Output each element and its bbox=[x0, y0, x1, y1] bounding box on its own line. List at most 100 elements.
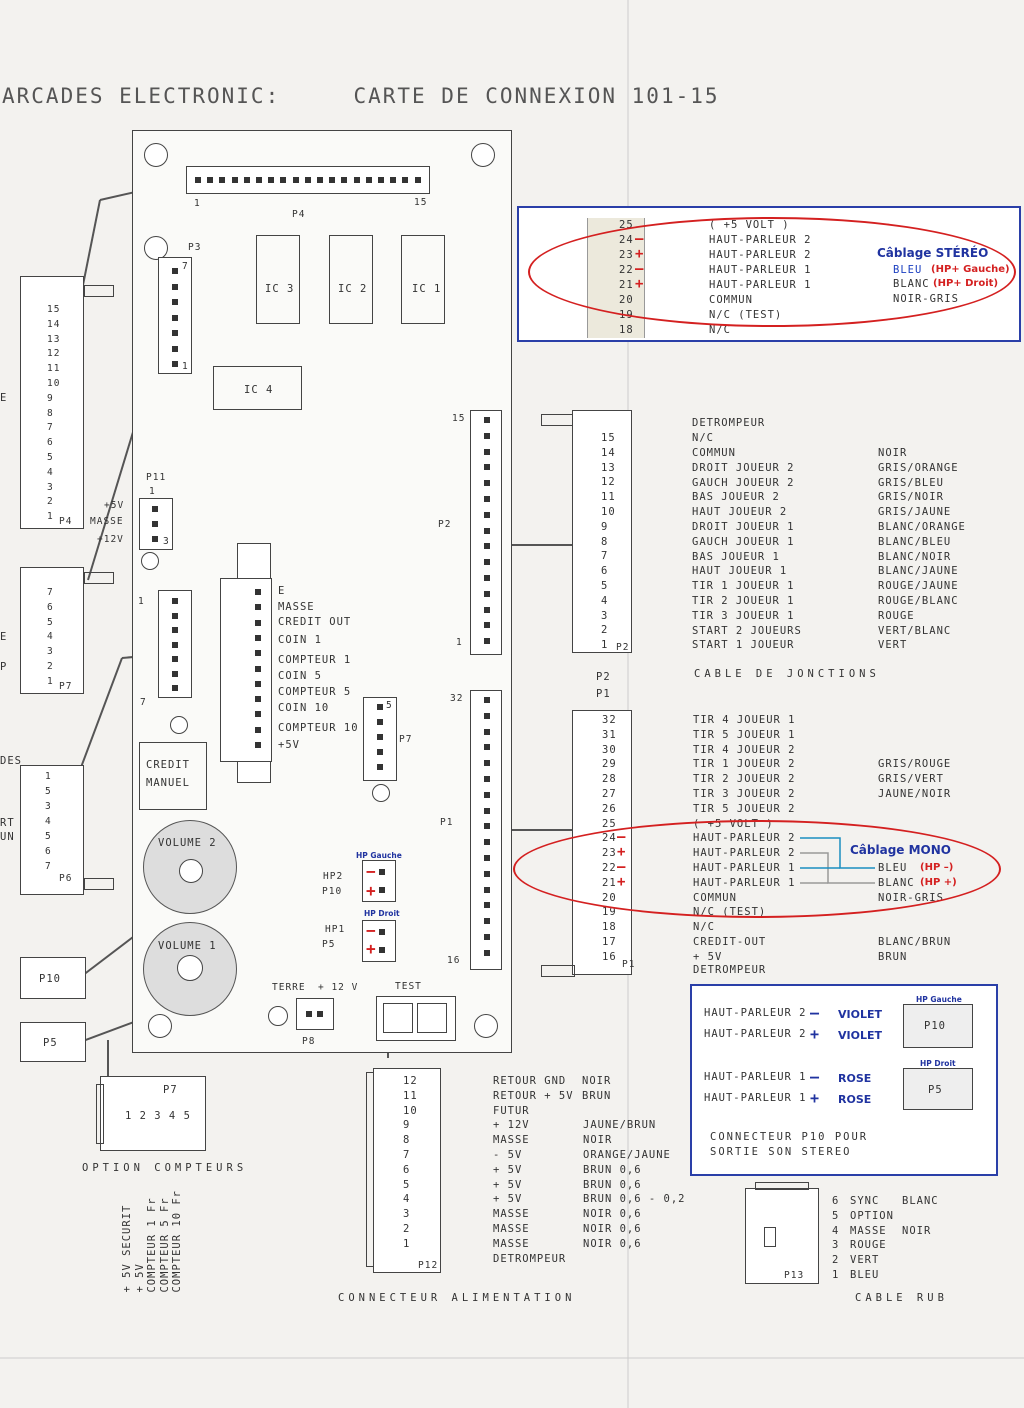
option-vertical-labels: + 5V SECURIT + 5V COMPTEUR 1 Fr COMPTEUR… bbox=[121, 1190, 183, 1293]
volume-2-screw bbox=[179, 859, 203, 883]
terre-label: TERRE bbox=[272, 982, 306, 993]
credit-manuel-button[interactable]: CREDIT MANUEL bbox=[139, 742, 207, 810]
p7-small-label: P7 bbox=[399, 734, 413, 745]
rub-signal-label: VERT bbox=[850, 1254, 880, 1267]
pin bbox=[484, 918, 490, 925]
p2-signal-label: DROIT JOUEUR 1 bbox=[692, 521, 795, 533]
p1-wire-color: BRUN bbox=[878, 950, 908, 963]
p2-wire-color: GRIS/BLEU bbox=[878, 476, 944, 489]
p5-board-label: P5 bbox=[322, 939, 336, 950]
edge-text-p: P bbox=[0, 661, 8, 673]
ic1-chip: IC 1 bbox=[401, 235, 445, 324]
p12-wire-color: JAUNE/BRUN bbox=[583, 1119, 657, 1132]
p12-pin-number: 12 bbox=[403, 1075, 418, 1087]
rub-signal-label: OPTION bbox=[850, 1209, 894, 1222]
pin bbox=[484, 496, 490, 502]
legend-p10-label: P10 bbox=[924, 1020, 946, 1032]
p2-signal-label: TIR 2 JOUEUR 1 bbox=[692, 595, 795, 607]
pin bbox=[172, 268, 178, 274]
p2-pin-number: 8 bbox=[601, 535, 609, 548]
p8-connector bbox=[296, 998, 334, 1030]
p12-wire-color: NOIR bbox=[583, 1134, 613, 1147]
p12-pin-number: 10 bbox=[403, 1104, 418, 1117]
p2-wire-color: ROUGE/BLANC bbox=[878, 595, 959, 607]
p1-pin-number: 27 bbox=[602, 788, 617, 800]
pin bbox=[484, 712, 490, 719]
p2-pin-number: 6 bbox=[601, 565, 609, 578]
pin bbox=[484, 559, 490, 566]
p7-option-connector: P7 1 2 3 4 5 bbox=[100, 1076, 206, 1151]
ic2-chip: IC 2 bbox=[329, 235, 373, 324]
pin bbox=[317, 1011, 323, 1017]
p4-side-pin-number: 10 bbox=[47, 378, 61, 389]
legend-wire-color: ROSE bbox=[838, 1093, 872, 1106]
edge-text-des: DES bbox=[0, 755, 22, 767]
p2-signal-label: START 2 JOUEURS bbox=[692, 624, 802, 637]
p13-key bbox=[764, 1227, 776, 1247]
stereo-pin-number: 25 bbox=[619, 219, 634, 231]
volume-2-knob[interactable]: VOLUME 2 bbox=[143, 820, 237, 914]
pin bbox=[255, 634, 261, 641]
legend-speaker-name: HAUT-PARLEUR 1 bbox=[704, 1071, 807, 1083]
p3-label: P3 bbox=[188, 242, 202, 253]
pin bbox=[280, 177, 287, 183]
p13-label: P13 bbox=[784, 1270, 805, 1281]
p2-cable-connector bbox=[572, 410, 632, 653]
pin bbox=[255, 696, 261, 703]
pin bbox=[484, 870, 490, 877]
legend-hp-gauche: HP Gauche bbox=[916, 995, 962, 1004]
p6-side-pin-number: 6 bbox=[45, 846, 52, 857]
pin bbox=[292, 177, 299, 183]
p2-board-label: P2 bbox=[438, 519, 452, 530]
pin bbox=[484, 417, 490, 423]
p12-wire-color: BRUN 0,6 bbox=[583, 1163, 642, 1176]
pin bbox=[255, 604, 261, 611]
volume-2-label: VOLUME 2 bbox=[158, 837, 217, 849]
p1-pin-number: 29 bbox=[602, 758, 617, 771]
rub-wire-color: NOIR bbox=[902, 1224, 932, 1237]
p11-5v: +5V bbox=[104, 500, 125, 511]
p1-pin-number: 31 bbox=[602, 728, 617, 741]
p12-pin-number: 7 bbox=[403, 1149, 411, 1161]
p2-pin-number: 5 bbox=[601, 580, 609, 592]
pin bbox=[484, 791, 490, 798]
option-vert-4: COMPTEUR 5 Fr bbox=[158, 1197, 171, 1293]
p1-caption-label: P1 bbox=[596, 688, 611, 700]
pin bbox=[484, 807, 490, 814]
volume-1-knob[interactable]: VOLUME 1 bbox=[143, 922, 237, 1016]
pin bbox=[402, 177, 409, 183]
db-signal-label: CREDIT OUT bbox=[278, 616, 352, 628]
test-switch[interactable] bbox=[376, 996, 456, 1041]
pin bbox=[172, 361, 178, 367]
legend-speaker-name: HAUT-PARLEUR 1 bbox=[704, 1092, 807, 1104]
pin bbox=[172, 670, 178, 677]
p12-wire-color: NOIR bbox=[582, 1075, 612, 1087]
plus12-label: + 12 V bbox=[318, 982, 359, 993]
hp1-label: HP1 bbox=[325, 924, 346, 935]
pin bbox=[484, 823, 490, 830]
p2-board-connector bbox=[470, 410, 502, 655]
p11-masse: MASSE bbox=[90, 516, 124, 527]
option-vert-2: + 5V bbox=[133, 1263, 146, 1293]
p4-side-pin-number: 9 bbox=[47, 392, 54, 404]
rub-signal-label: ROUGE bbox=[850, 1239, 887, 1252]
p1-signal-label: TIR 2 JOUEUR 2 bbox=[693, 773, 796, 786]
p2-board-top: 15 bbox=[452, 413, 466, 424]
p4-side-tab bbox=[84, 285, 114, 297]
p12-signal-label: MASSE bbox=[493, 1134, 530, 1147]
mount-hole bbox=[148, 1014, 172, 1038]
pin bbox=[152, 536, 158, 542]
p5-side-label: P5 bbox=[43, 1037, 58, 1049]
p2-detrompeur: DETROMPEUR bbox=[692, 417, 766, 429]
p2-pin-number: 14 bbox=[601, 446, 616, 459]
p12-signal-label: + 5V bbox=[493, 1163, 523, 1176]
ic4-label: IC 4 bbox=[244, 384, 274, 396]
db-signal-label: COIN 5 bbox=[278, 670, 322, 682]
left-conn-bot-pin: 7 bbox=[140, 697, 147, 708]
legend-wire-color: VIOLET bbox=[838, 1008, 882, 1021]
p7-side-pin-number: 4 bbox=[47, 631, 54, 643]
pin bbox=[379, 929, 385, 935]
p2-pin-number: 4 bbox=[601, 594, 609, 607]
p4-side-pin-number: 12 bbox=[47, 348, 61, 360]
